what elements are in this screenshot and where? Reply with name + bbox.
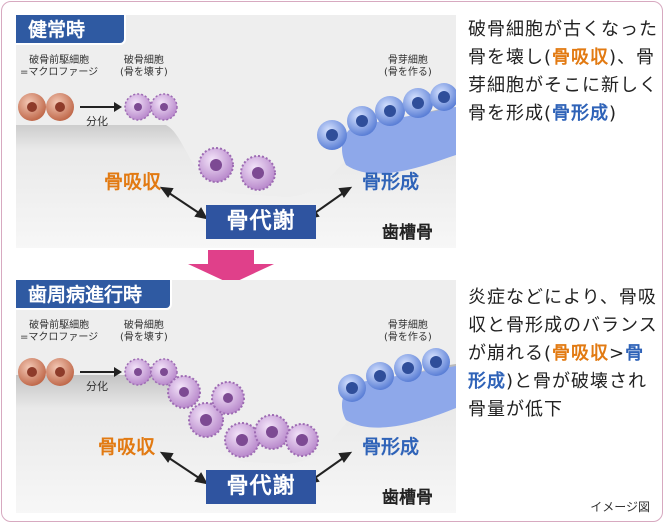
bone-metabolism-label: 骨代謝	[206, 470, 316, 504]
alveolar-bone	[16, 364, 456, 513]
bone-formation-label: 骨形成	[362, 171, 420, 193]
osteoclast-cells	[124, 358, 319, 458]
periodontitis-description: 炎症などにより、骨吸収と骨形成のバランスが崩れる(骨吸収>骨形成)と骨が破壊され…	[468, 287, 658, 420]
periodontitis-state-panel: 歯周病進行時 破骨前駆細胞 =マクロファージ 破骨細胞 (骨を壊す) 骨芽細胞 …	[16, 280, 456, 513]
periodontitis-title: 歯周病進行時	[16, 280, 172, 310]
differentiation-label: 分化	[86, 115, 108, 128]
normal-title: 健常時	[16, 15, 126, 45]
differentiation-label: 分化	[86, 380, 108, 393]
osteoclast-label: 破骨細胞 (骨を壊す)	[120, 320, 168, 343]
normal-description: 破骨細胞が古くなった骨を壊し(骨吸収)、骨芽細胞がそこに新しく骨を形成(骨形成)	[468, 19, 658, 124]
bone-formation-label: 骨形成	[362, 436, 420, 458]
macrophage-cells	[18, 358, 74, 386]
periodontitis-illustration	[16, 348, 456, 513]
normal-illustration	[16, 83, 456, 248]
alveolar-bone	[16, 107, 456, 248]
pre-osteoclast-label: 破骨前駆細胞 =マクロファージ	[20, 55, 99, 78]
osteoclast-label: 破骨細胞 (骨を壊す)	[120, 55, 168, 78]
pre-osteoclast-label: 破骨前駆細胞 =マクロファージ	[20, 320, 99, 343]
osteoblast-label: 骨芽細胞 (骨を作る)	[384, 320, 432, 343]
alveolar-bone-label: 歯槽骨	[382, 223, 433, 243]
osteoblast-cells	[338, 348, 456, 428]
bone-resorption-label: 骨吸収	[104, 171, 162, 193]
normal-state-panel: 健常時 破骨前駆細胞 =マクロファージ 破骨細胞 (骨を壊す) 骨芽細胞 (骨を…	[16, 15, 456, 248]
alveolar-bone-label: 歯槽骨	[382, 488, 433, 508]
bone-metabolism-label: 骨代謝	[206, 205, 316, 239]
macrophage-cells	[18, 93, 74, 121]
osteoclast-cells	[124, 93, 276, 191]
osteoblast-label: 骨芽細胞 (骨を作る)	[384, 55, 432, 78]
image-note: イメージ図	[590, 500, 650, 514]
osteoblast-cells	[317, 83, 456, 174]
bone-resorption-label: 骨吸収	[98, 436, 156, 458]
